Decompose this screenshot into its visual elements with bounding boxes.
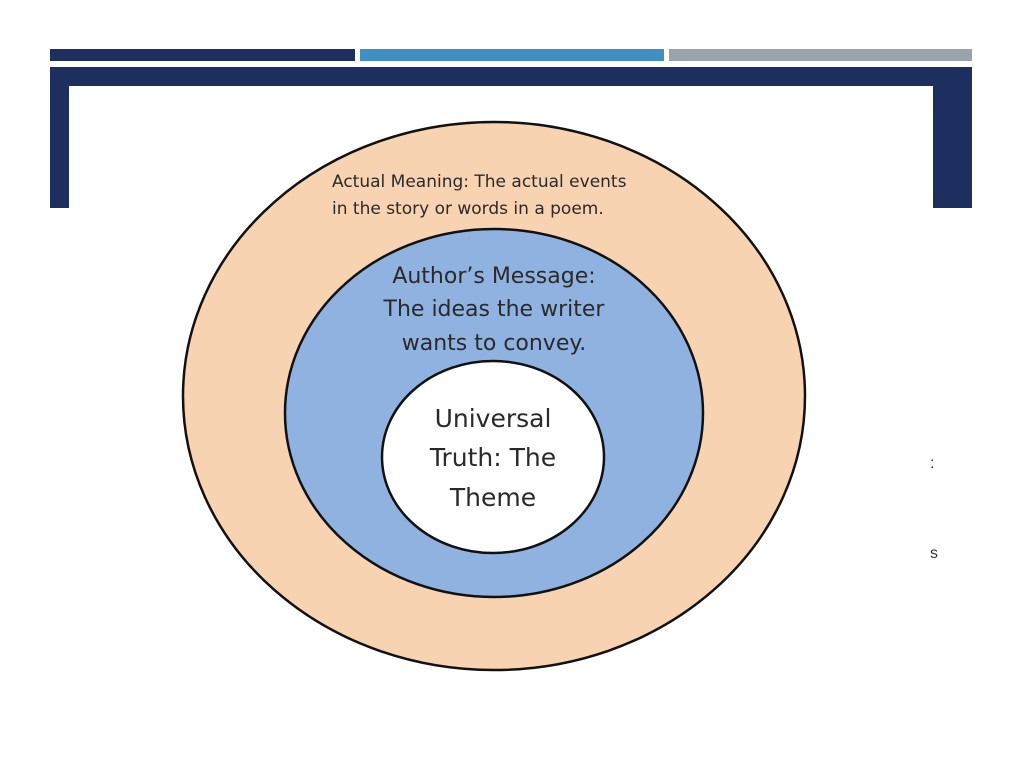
middle-ring-label-line-2: The ideas the writer — [383, 297, 606, 322]
inner-circle-universal-truth — [380, 359, 606, 555]
outer-ring-label-line-1: Actual Meaning: The actual events — [332, 172, 627, 192]
header-accent-bar-blue — [360, 49, 664, 61]
middle-ring-label-line-3: wants to convey. — [402, 331, 587, 356]
outer-ring-label-line-2: in the story or words in a poem. — [332, 199, 604, 219]
inner-circle-label-line-2: Truth: The — [429, 443, 556, 472]
inner-circle-label-line-1: Universal — [435, 404, 552, 433]
hidden-body-text-fragment: : — [930, 455, 935, 472]
middle-ring-label-line-1: Author’s Message: — [392, 264, 595, 289]
inner-circle-label-line-3: Theme — [449, 483, 536, 512]
hidden-body-text-fragment: s — [930, 545, 938, 562]
header-accent-bar-gray — [669, 49, 972, 61]
header-accent-bar-navy — [50, 49, 355, 61]
